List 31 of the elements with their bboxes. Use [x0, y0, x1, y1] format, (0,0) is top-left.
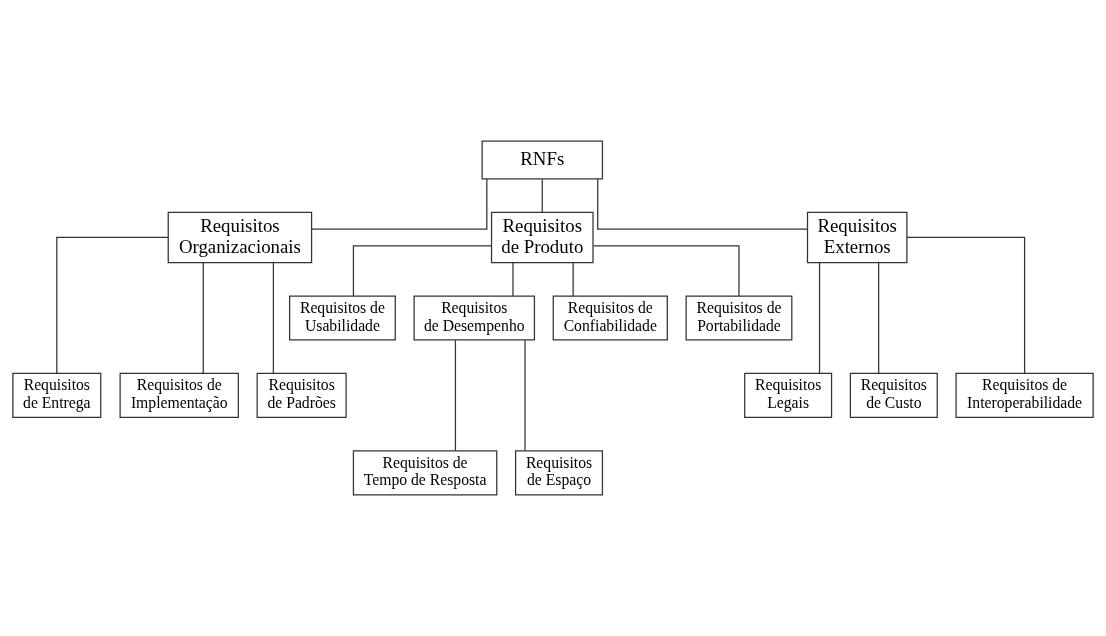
node-box: Requisitos Legais — [744, 372, 833, 418]
connector — [524, 339, 526, 452]
node-box: Requisitos de Custo — [849, 372, 938, 418]
node-box: Requisitos de Desempenho — [413, 295, 536, 341]
connector — [454, 339, 457, 452]
node-box: Requisitos de Usabilidade — [289, 295, 396, 341]
connector — [592, 245, 740, 297]
connector — [272, 262, 274, 374]
connector — [56, 236, 169, 374]
connector — [878, 262, 880, 374]
connector — [311, 178, 488, 230]
node-box: Requisitos de Espaço — [514, 450, 604, 496]
node-box: Requisitos de Produto — [490, 211, 594, 264]
node-box: Requisitos de Interoperabilidade — [955, 372, 1094, 418]
node-box: Requisitos de Confiabilidade — [552, 295, 668, 341]
node-box: Requisitos de Portabilidade — [685, 295, 793, 341]
node-box: Requisitos Externos — [806, 211, 908, 264]
connector — [572, 262, 574, 297]
connector — [512, 262, 514, 297]
node-box: Requisitos de Tempo de Resposta — [352, 450, 498, 496]
connector — [202, 262, 204, 374]
connector — [541, 178, 543, 213]
node-box: RNFs — [481, 140, 604, 180]
connector — [818, 262, 821, 374]
node-box: Requisitos Organizacionais — [167, 211, 313, 264]
node-box: Requisitos de Entrega — [12, 372, 102, 418]
connector — [597, 178, 809, 230]
node-box: Requisitos de Padrões — [256, 372, 347, 418]
connector — [906, 236, 1026, 374]
connector — [352, 245, 492, 297]
node-box: Requisitos de Implementação — [119, 372, 239, 418]
